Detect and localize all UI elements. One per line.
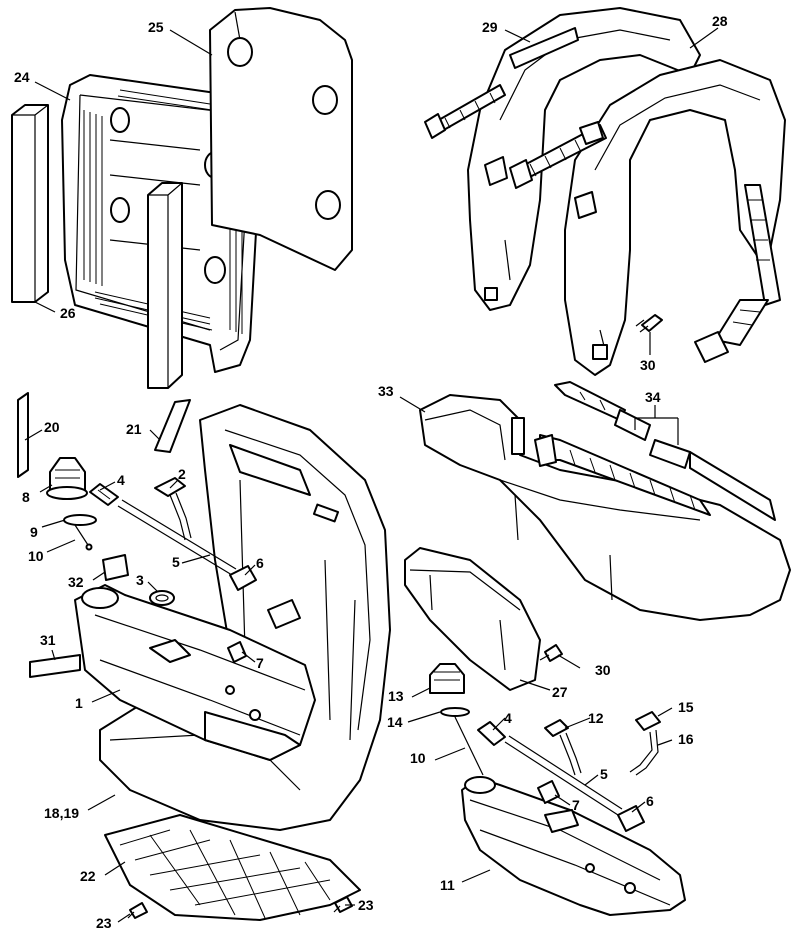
callout-8: 8 <box>22 489 30 505</box>
callout-7-left: 7 <box>256 655 264 671</box>
screw-part-30-top <box>635 314 663 333</box>
small-parts-left <box>17 392 353 919</box>
foam-strips-part-26 <box>11 104 183 389</box>
callout-21: 21 <box>126 421 142 437</box>
callout-11: 11 <box>440 877 455 893</box>
tank-part-11 <box>461 776 686 916</box>
callout-30-mid: 30 <box>595 662 611 678</box>
shoulder-strap-part-28 <box>509 59 786 376</box>
callout-16: 16 <box>678 731 694 747</box>
base-plate-part-22 <box>104 814 361 921</box>
callout-23-left: 23 <box>96 915 112 931</box>
callout-18-19: 18,19 <box>44 805 79 821</box>
belt-pad-part-33 <box>419 394 791 621</box>
callout-3: 3 <box>136 572 144 588</box>
callout-14: 14 <box>387 714 403 730</box>
callout-5-left: 5 <box>172 554 180 570</box>
callout-34: 34 <box>645 389 661 405</box>
callout-13: 13 <box>388 688 404 704</box>
callout-31: 31 <box>40 632 56 648</box>
callout-6-left: 6 <box>256 555 264 571</box>
screw-part-30-mid <box>539 644 563 662</box>
callout-23-right: 23 <box>358 897 374 913</box>
shoulder-strap-part-29 <box>424 7 701 311</box>
cover-plate-part-25 <box>209 7 353 271</box>
callout-labels: 25 24 26 29 28 30 33 34 20 21 8 4 2 9 10… <box>14 13 728 931</box>
callout-7-right: 7 <box>572 797 580 813</box>
callout-10-right: 10 <box>410 750 426 766</box>
callout-10-left: 10 <box>28 548 44 564</box>
callout-4-left: 4 <box>117 472 125 488</box>
callout-20: 20 <box>44 419 60 435</box>
tank-part-1 <box>74 584 316 761</box>
callout-4-right: 4 <box>504 710 512 726</box>
small-parts-right <box>429 663 661 832</box>
leader-lines <box>24 27 719 923</box>
callout-24: 24 <box>14 69 30 85</box>
callout-32: 32 <box>68 574 84 590</box>
callout-2: 2 <box>178 466 186 482</box>
callout-29: 29 <box>482 19 498 35</box>
callout-27: 27 <box>552 684 568 700</box>
callout-9: 9 <box>30 524 38 540</box>
callout-15: 15 <box>678 699 694 715</box>
callout-5-right: 5 <box>600 766 608 782</box>
callout-26: 26 <box>60 305 76 321</box>
callout-6-right: 6 <box>646 793 654 809</box>
belt-buckle-part-34 <box>534 381 776 521</box>
callout-12: 12 <box>588 710 604 726</box>
callout-28: 28 <box>712 13 728 29</box>
callout-1: 1 <box>75 695 83 711</box>
callout-30-top: 30 <box>640 357 656 373</box>
pad-part-27 <box>404 547 541 691</box>
callout-22: 22 <box>80 868 96 884</box>
callout-25: 25 <box>148 19 164 35</box>
callout-33: 33 <box>378 383 394 399</box>
